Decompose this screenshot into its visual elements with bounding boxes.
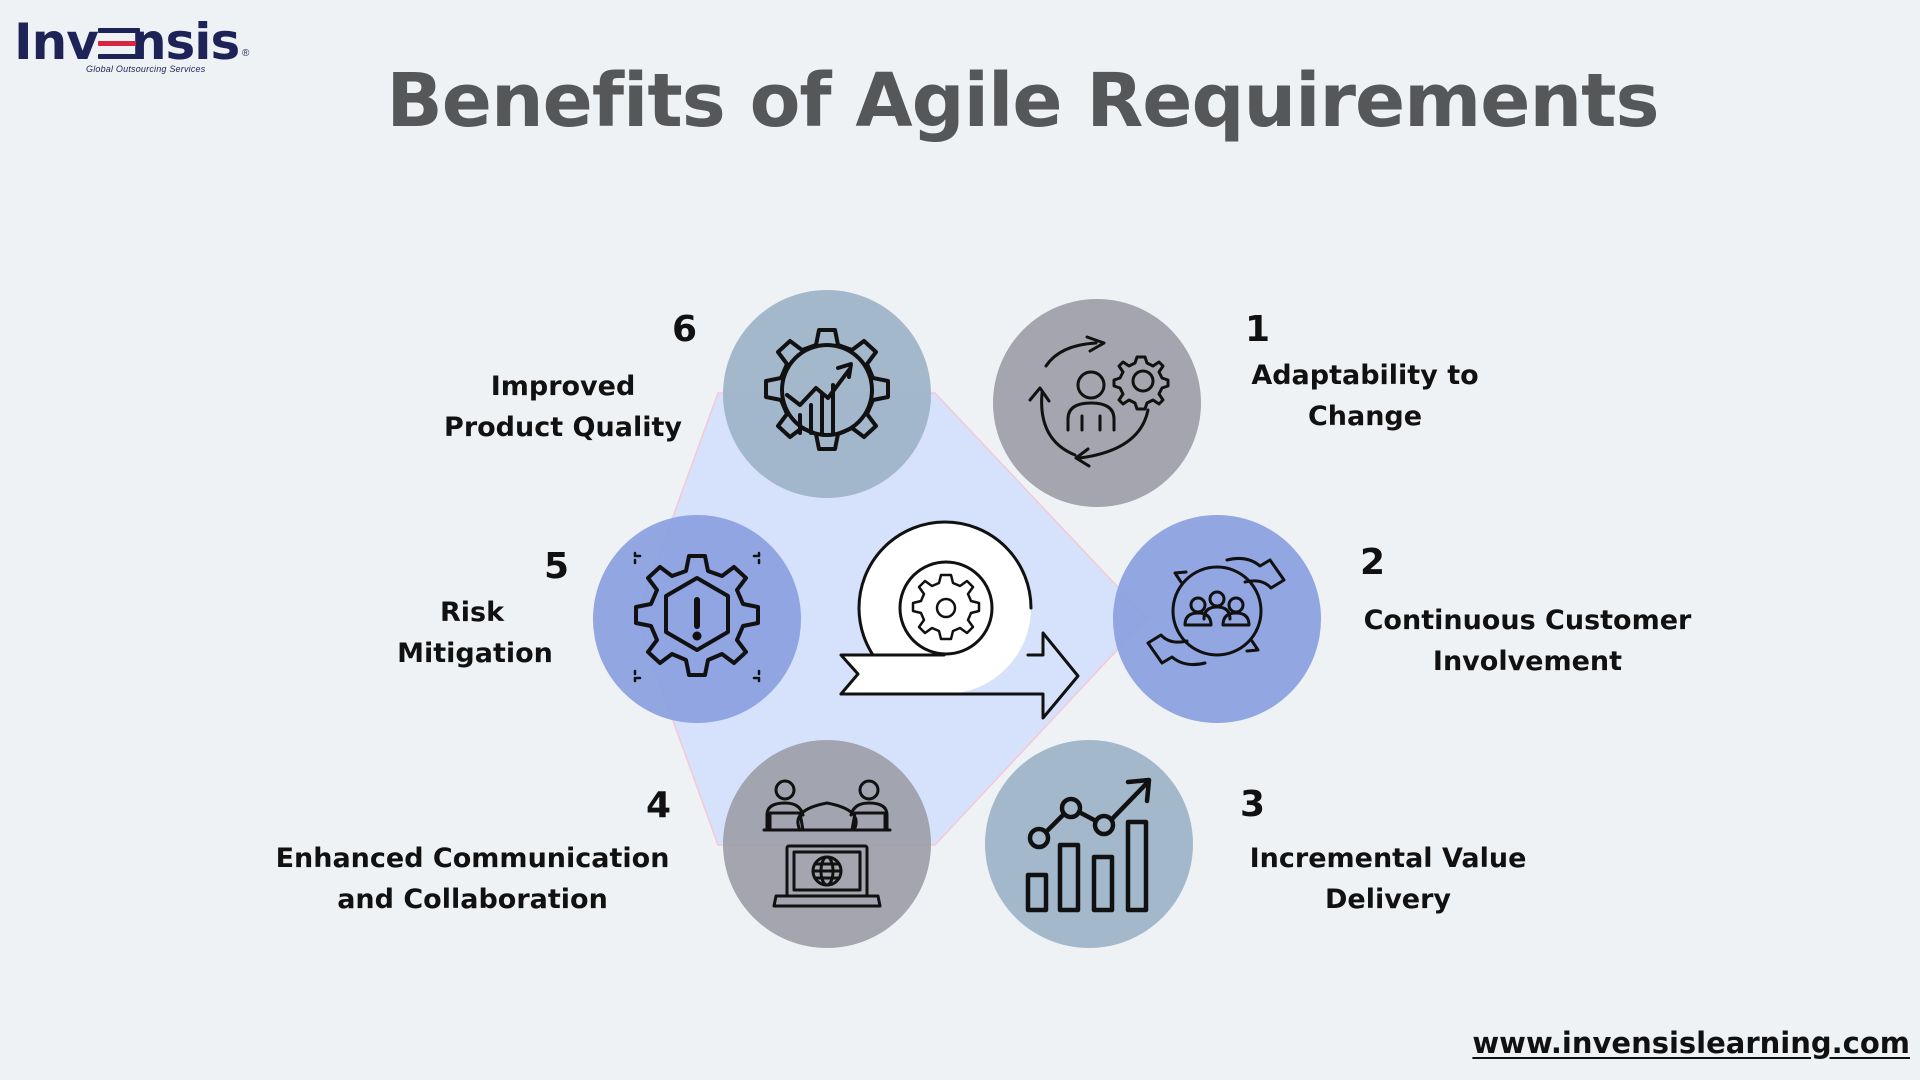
circle-benefit-2	[1113, 515, 1321, 723]
circle-benefit-3	[985, 740, 1193, 948]
logo: InvEnsis ® Global Outsourcing Services	[14, 10, 254, 80]
logo-registered-mark: ®	[242, 48, 250, 59]
gear-shield-warning-icon	[633, 551, 761, 683]
benefit-3-number: 3	[1240, 784, 1266, 825]
benefit-2-number: 2	[1360, 542, 1386, 583]
hands-people-cycle-icon	[1146, 557, 1286, 666]
logo-e-mark	[98, 28, 142, 60]
logo-wordmark: InvEnsis	[14, 13, 240, 71]
logo-tagline: Global Outsourcing Services	[86, 64, 206, 74]
growth-bar-chart-icon	[1025, 777, 1152, 913]
benefit-4-number: 4	[646, 785, 672, 826]
benefit-5-number: 5	[544, 546, 570, 587]
person-cycle-gear-icon	[1028, 335, 1170, 468]
team-meeting-laptop-icon	[762, 779, 892, 908]
circle-benefit-4	[723, 740, 931, 948]
circle-benefit-6	[723, 290, 931, 498]
gear-growth-chart-icon	[764, 328, 890, 451]
benefit-6-number: 6	[672, 309, 698, 350]
website-link[interactable]: www.invensislearning.com	[1472, 1026, 1910, 1060]
agile-sprint-cycle-icon	[839, 520, 1080, 720]
benefit-1-number: 1	[1245, 309, 1271, 350]
page-title: Benefits of Agile Requirements	[386, 58, 1659, 144]
